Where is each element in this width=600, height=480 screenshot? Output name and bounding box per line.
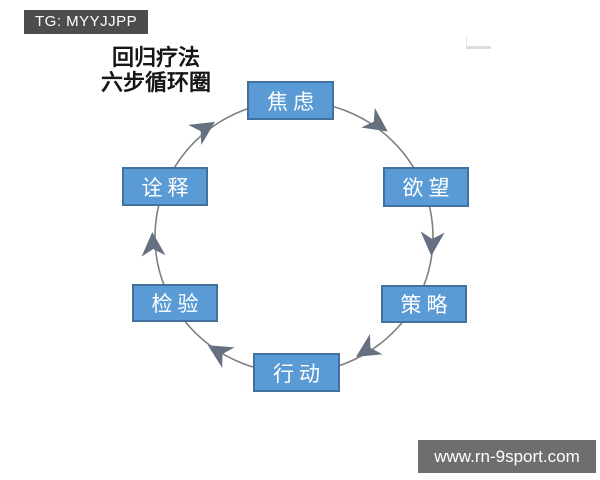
step-label-desire: 欲望 xyxy=(402,176,455,200)
cycle-arrowheads xyxy=(141,107,445,368)
tg-watermark-badge: TG: MYYJJPP xyxy=(24,10,149,34)
step-label-test: 检验 xyxy=(151,292,204,316)
diagram-title: 回归疗法 六步循环圈 xyxy=(88,45,224,95)
step-label-interpretation: 诠释 xyxy=(141,175,194,200)
step-box-anxiety: 焦虑 xyxy=(247,81,334,120)
arrow-icon-test-to-interpretation xyxy=(141,232,166,257)
arrow-icon-anxiety-to-desire xyxy=(361,107,388,132)
step-label-anxiety: 焦虑 xyxy=(267,89,319,114)
page-corner-mark xyxy=(466,37,491,49)
diagram-title-line2: 六步循环圈 xyxy=(100,70,211,95)
step-box-test: 检验 xyxy=(132,284,218,322)
site-watermark-bar: www.rn-9sport.com xyxy=(418,440,596,473)
arrow-icon-interpretation-to-anxiety xyxy=(188,121,215,146)
cycle-circle xyxy=(154,100,434,374)
step-box-desire: 欲望 xyxy=(383,167,469,207)
site-watermark-text: www.rn-9sport.com xyxy=(434,447,580,466)
step-box-action: 行动 xyxy=(253,353,340,392)
diagram-title-line1: 回归疗法 xyxy=(111,45,200,70)
arrow-icon-desire-to-strategy xyxy=(420,231,445,256)
step-label-strategy: 策略 xyxy=(400,293,453,317)
step-box-strategy: 策略 xyxy=(381,285,467,323)
tg-watermark-text: TG: MYYJJPP xyxy=(35,13,138,30)
arrow-icon-strategy-to-action xyxy=(355,333,383,357)
step-label-action: 行动 xyxy=(273,361,325,386)
arrow-icon-action-to-test xyxy=(207,345,235,368)
step-box-interpretation: 诠释 xyxy=(122,167,208,206)
